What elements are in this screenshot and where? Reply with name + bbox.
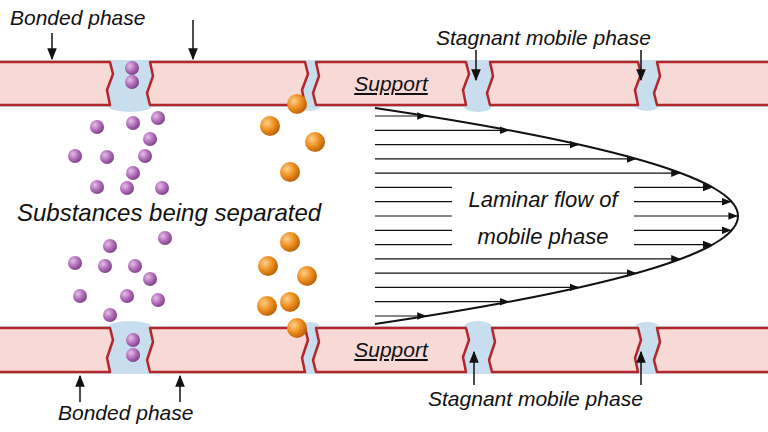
flow-arrow [375, 287, 578, 288]
flow-arrow [375, 115, 426, 116]
flow-arrow [375, 158, 635, 159]
laminar-flow-profile [375, 108, 738, 324]
support-block: Support [312, 62, 470, 105]
part-label: Substances being separated [14, 199, 324, 227]
part-label: Stagnant mobile phase [428, 387, 643, 411]
flow-arrow [375, 301, 508, 302]
stagnant-phase-band [0, 326, 768, 374]
flow-arrow [375, 173, 680, 174]
flow-arrow [375, 315, 426, 316]
flow-label: Laminar flow of mobile phase [452, 181, 634, 255]
support-block: Support [312, 328, 470, 372]
part-label: Bonded phase [58, 401, 193, 425]
part-label: Stagnant mobile phase [436, 26, 651, 50]
stagnant-phase-band [0, 60, 768, 107]
support-label: Support [312, 328, 470, 372]
support-label: Support [312, 62, 470, 105]
flow-arrow [375, 258, 680, 259]
flow-arrow [375, 144, 578, 145]
flow-arrow [375, 130, 508, 131]
velocity-profile-curve [375, 108, 738, 324]
support-blocks [0, 62, 768, 372]
part-label: Bonded phase [10, 6, 145, 30]
flow-arrow [375, 273, 635, 274]
